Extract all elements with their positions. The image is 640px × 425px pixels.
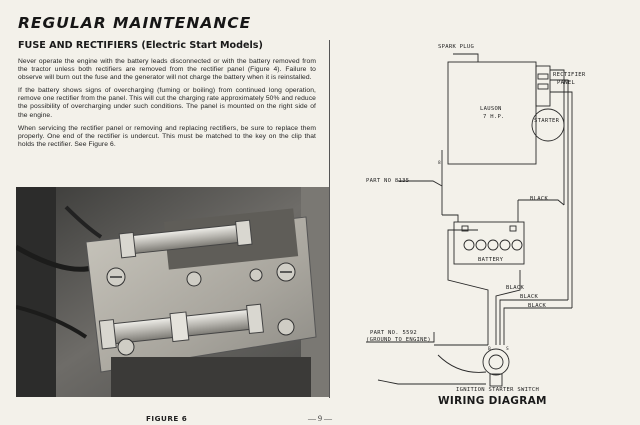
svg-text:S: S bbox=[506, 346, 509, 352]
label-part-5592: PART NO. 5592 bbox=[370, 330, 417, 336]
label-battery: BATTERY bbox=[478, 257, 504, 263]
label-rectifier: RECTIFIER bbox=[553, 72, 586, 78]
wiring-diagram-drawing: 8 B S bbox=[366, 53, 573, 387]
label-black-1: BLACK bbox=[530, 196, 549, 202]
engine-box bbox=[447, 61, 537, 165]
svg-text:B: B bbox=[488, 346, 491, 352]
figure-caption: FIGURE 6 bbox=[146, 414, 188, 423]
label-panel: PANEL bbox=[557, 80, 576, 86]
rectifier-panel-photo bbox=[16, 187, 329, 397]
label-lauson: LAUSON bbox=[480, 106, 502, 112]
label-black-2: BLACK bbox=[506, 285, 525, 291]
label-spark-plug: SPARK PLUG bbox=[438, 44, 475, 50]
page-title: REGULAR MAINTENANCE bbox=[18, 14, 252, 32]
label-starter: STARTER bbox=[534, 118, 560, 124]
label-black-4: BLACK bbox=[528, 303, 547, 309]
ignition-switch bbox=[482, 348, 510, 376]
left-column: REGULAR MAINTENANCE FUSE AND RECTIFIERS … bbox=[16, 14, 329, 423]
wiring-diagram-title: WIRING DIAGRAM bbox=[438, 395, 547, 407]
svg-text:8: 8 bbox=[438, 160, 441, 166]
rectifier-panel bbox=[535, 65, 551, 107]
battery-box bbox=[453, 221, 525, 265]
label-7hp: 7 H.P. bbox=[483, 114, 505, 120]
paragraph-1: Never operate the engine with the batter… bbox=[18, 58, 316, 82]
section-subtitle: FUSE AND RECTIFIERS (Electric Start Mode… bbox=[18, 40, 263, 51]
wiring-diagram: 8 B S SPARK PLUG RECTIFIER PANEL LAUSON … bbox=[338, 0, 640, 425]
paragraph-3: When servicing the rectifier panel or re… bbox=[18, 124, 316, 148]
label-ignition-switch: IGNITION STARTER SWITCH bbox=[456, 387, 540, 393]
starter-motor bbox=[531, 108, 565, 142]
label-black-3: BLACK bbox=[520, 294, 539, 300]
figure-6-photo bbox=[16, 187, 329, 397]
paragraph-2: If the battery shows signs of overchargi… bbox=[18, 87, 316, 119]
spark-plug-lead bbox=[453, 53, 479, 62]
label-part-8135: PART NO 8135 bbox=[366, 178, 410, 184]
column-divider bbox=[329, 40, 330, 398]
page-number: — 9 — bbox=[308, 414, 332, 423]
label-ground-to-engine: (GROUND TO ENGINE) bbox=[366, 337, 432, 343]
